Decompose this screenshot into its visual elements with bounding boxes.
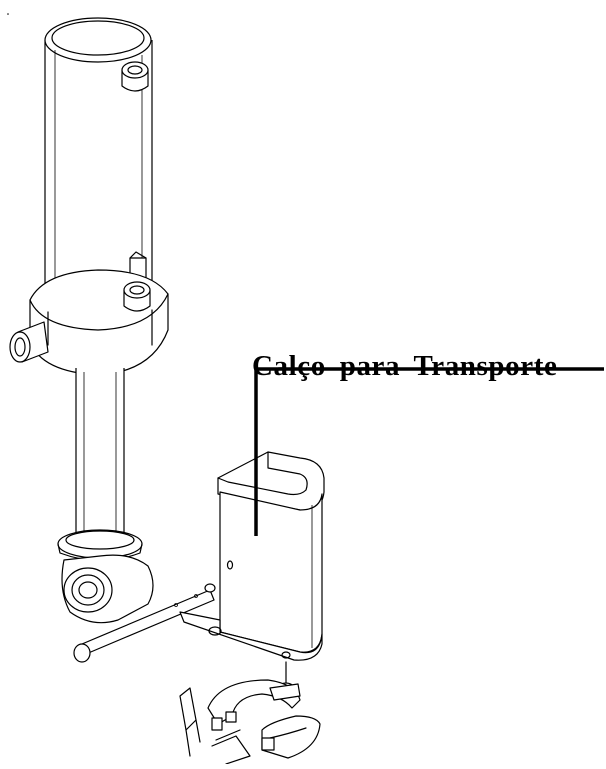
callout-leader — [254, 367, 604, 536]
collar-port-fitting — [123, 281, 151, 312]
upper-port-fitting — [121, 61, 149, 92]
axle-pin — [73, 583, 216, 663]
callout-label: Calço para Transporte — [252, 350, 558, 382]
transport-chock — [179, 451, 325, 661]
spring-clip — [179, 687, 251, 765]
piston-rod — [75, 368, 125, 549]
side-outlet-fitting — [9, 321, 49, 363]
clamp-ring — [207, 679, 321, 759]
wheel-assembly — [61, 554, 154, 624]
jack-cylinder — [44, 17, 153, 306]
corner-dot — [7, 13, 9, 15]
